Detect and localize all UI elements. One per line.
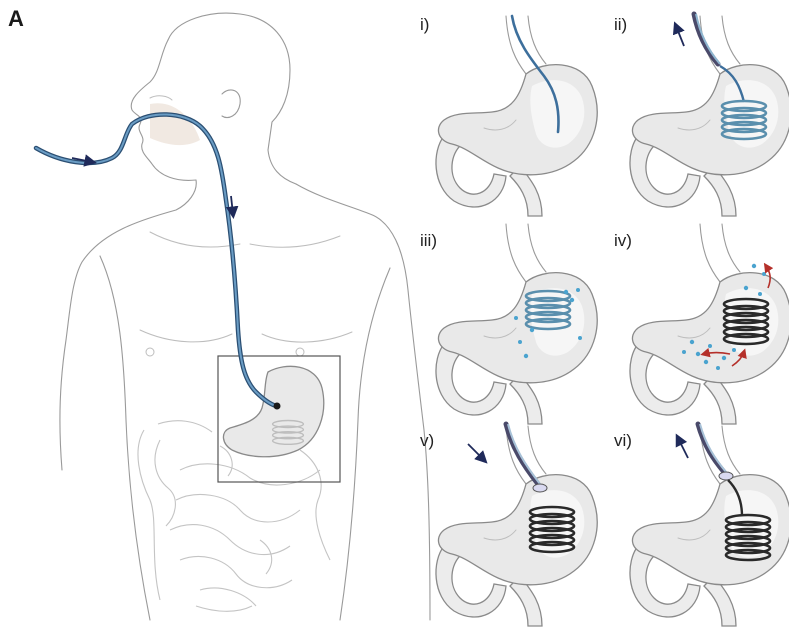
step-iv-panel: iv) [614,224,789,424]
withdraw-arrow-icon [676,26,684,46]
human-figure [36,13,430,620]
panel-letter: A [8,6,24,31]
step-iii-panel: iii) [420,224,597,424]
step-label: iv) [614,231,632,250]
step-label: iii) [420,231,437,250]
step-ii-panel: ii) [614,14,789,216]
step-v-panel: v) [420,424,597,626]
flow-arrow-icon [231,196,233,214]
step-label: vi) [614,431,632,450]
step-label: v) [420,431,434,450]
withdraw-arrow-icon [678,438,688,458]
step-label: ii) [614,15,627,34]
step-label: i) [420,15,429,34]
insert-arrow-icon [468,444,484,460]
step-i-panel: i) [420,15,597,216]
step-vi-panel: vi) [614,424,789,626]
